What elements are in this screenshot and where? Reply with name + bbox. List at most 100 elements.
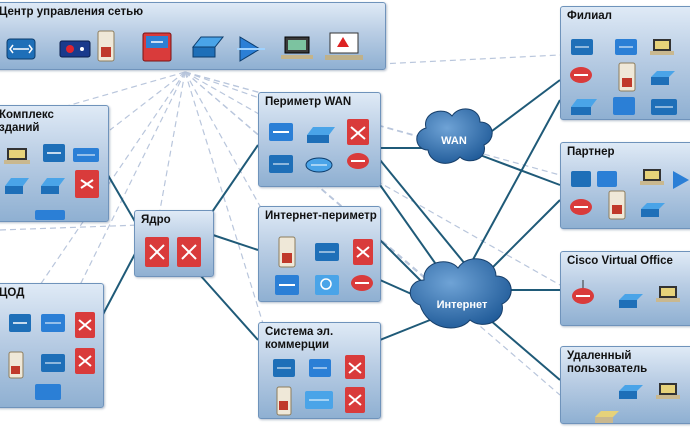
switch-icon: [315, 243, 339, 261]
mgmt-link-branch: [359, 54, 561, 66]
mgmt-link-campus2: [109, 71, 186, 131]
core-title: Ядро: [141, 214, 171, 226]
wan-edge-devices: [269, 119, 369, 173]
link-core-inet-edge: [212, 234, 259, 251]
wan-edge-title: Периметр WAN: [265, 96, 352, 108]
link-wanedge-internet: [379, 184, 441, 271]
mgmt-link-campus: [59, 71, 186, 109]
management-station-icon: [325, 32, 363, 60]
link-internet-remote: [489, 319, 561, 381]
server-icon: [276, 386, 292, 416]
virtual-office-box: Cisco Virtual Office: [560, 251, 690, 326]
partner-devices: [570, 169, 689, 220]
link-core-dc: [99, 249, 138, 321]
load-balancer-icon: [673, 171, 689, 189]
link-inetedge-internet2: [379, 279, 426, 301]
ecommerce-title: Система эл. коммерции: [265, 326, 334, 351]
switch-icon: [571, 171, 591, 187]
load-balancer-icon: [269, 123, 293, 141]
mgmt-link-wan-edge: [184, 71, 266, 101]
monitor-icon: [281, 36, 313, 59]
ecommerce-devices: [273, 355, 365, 416]
mgmt-link-wan: [184, 71, 431, 141]
mgmt-link-dc: [39, 71, 186, 286]
laptop-icon: [656, 286, 680, 302]
server-icon: [618, 62, 636, 92]
campus-title: Комплекс зданий: [0, 109, 54, 134]
link-wan-branch: [479, 79, 561, 141]
branch-title: Филиал: [567, 10, 612, 22]
server-icon: [278, 236, 296, 268]
router-icon: [75, 312, 95, 338]
remote-user-devices: [595, 383, 680, 423]
link-core-ecommerce: [199, 274, 259, 341]
dc-box: ЦОД: [0, 283, 104, 408]
noc-box: Центр управления сетью: [0, 2, 386, 70]
dc-devices: [8, 312, 95, 400]
branch-devices: [570, 39, 677, 115]
switch-icon: [269, 155, 293, 173]
mgmt-link-campus-left: [0, 224, 141, 231]
campus-devices: [4, 144, 99, 220]
switch-icon: [35, 384, 61, 400]
firewall-icon: [275, 275, 299, 295]
switch-icon: [307, 127, 335, 143]
inet-edge-title: Интернет-периметр: [265, 210, 377, 222]
mgmt-link-internet: [184, 71, 441, 291]
switch-icon: [41, 314, 65, 332]
link-wan-partner: [479, 154, 561, 186]
switch-icon: [309, 359, 331, 377]
search-icon: [315, 275, 339, 295]
phone-icon: [595, 411, 619, 423]
laptop-icon: [4, 148, 30, 164]
ecommerce-box: Система эл. коммерции: [258, 322, 381, 419]
wan-edge-box: Периметр WAN: [258, 92, 381, 187]
access-point-icon: [35, 210, 65, 220]
virtual-office-devices: [572, 280, 680, 308]
core-box: Ядро: [134, 210, 214, 277]
router-icon: [570, 199, 592, 215]
branch-box: Филиал: [560, 6, 690, 120]
ip-phone-icon: [619, 294, 643, 308]
router-icon: [347, 119, 369, 145]
switch-icon: [5, 178, 29, 194]
switch-icon: [41, 178, 65, 194]
mgmt-link-core: [159, 71, 186, 211]
router-icon: [345, 387, 365, 413]
partner-title: Партнер: [567, 146, 615, 158]
switch-icon: [571, 99, 597, 115]
switch-icon: [597, 171, 617, 187]
link-ecommerce-internet: [379, 319, 431, 341]
switch-icon: [571, 39, 593, 55]
router-icon: [75, 170, 99, 198]
inet-edge-devices: [275, 236, 373, 295]
switch-icon: [6, 38, 36, 60]
ip-phone-icon: [651, 71, 675, 85]
switch-icon: [73, 148, 99, 162]
switch-icon: [613, 97, 635, 115]
switch-icon: [9, 314, 31, 332]
virtual-office-title: Cisco Virtual Office: [567, 255, 673, 267]
laptop-icon: [640, 169, 664, 185]
noc-title: Центр управления сетью: [0, 6, 144, 18]
laptop-icon: [656, 383, 680, 399]
mgmt-link-ecommerce: [184, 71, 266, 331]
core-switch-icon: [177, 237, 201, 267]
server-icon: [97, 30, 115, 62]
partner-box: Партнер: [560, 142, 690, 229]
router-icon: [142, 32, 172, 62]
campus-box: Комплекс зданий: [0, 105, 109, 222]
ip-phone-icon: [641, 203, 665, 217]
server-icon: [608, 190, 626, 220]
dc-title: ЦОД: [0, 287, 25, 299]
load-balancer-icon: [237, 36, 265, 62]
link-internet-branch: [469, 99, 561, 266]
management-links: [0, 54, 561, 396]
switch-icon: [43, 144, 65, 162]
switch-icon: [273, 359, 295, 377]
link-core-wan-edge: [209, 144, 259, 216]
router-icon: [347, 153, 369, 169]
switch-icon: [191, 36, 225, 58]
